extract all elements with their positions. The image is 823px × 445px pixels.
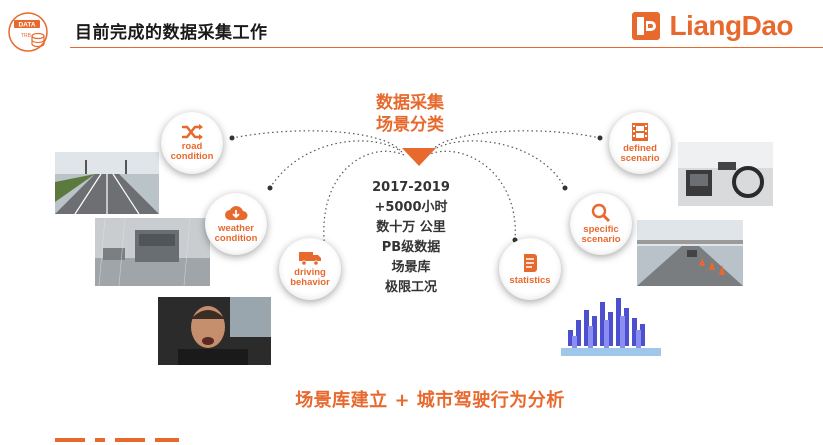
label-line: behavior xyxy=(290,277,330,288)
label-line: scenario xyxy=(620,153,660,164)
badge-weather-condition[interactable]: weather condition xyxy=(205,193,267,255)
badge-defined-scenario-label: defined scenario xyxy=(620,144,659,164)
badge-text-top: DATA xyxy=(18,22,35,29)
data-badge-icon: DATA TRB xyxy=(8,12,48,52)
stats-list: 2017-2019 +5000小时 数十万 公里 PB级数据 场景库 极限工况 xyxy=(355,178,467,298)
car-interior-photo xyxy=(678,142,773,206)
page-title: 目前完成的数据采集工作 xyxy=(75,23,268,43)
shuffle-icon xyxy=(182,124,203,140)
label-line: driving xyxy=(294,267,326,278)
badge-road-condition[interactable]: road condition xyxy=(161,112,223,174)
film-icon xyxy=(632,123,648,141)
stat-item: +5000小时 xyxy=(374,200,448,215)
header-divider xyxy=(70,47,823,48)
label-line: scenario xyxy=(581,234,621,245)
down-triangle-icon xyxy=(402,148,436,166)
footer-decoration xyxy=(55,438,179,442)
road-photo xyxy=(55,152,159,214)
3d-bar-chart-image xyxy=(556,290,668,360)
badge-statistics[interactable]: statistics xyxy=(499,238,561,300)
label-line: weather xyxy=(218,223,254,234)
badge-defined-scenario[interactable]: defined scenario xyxy=(609,112,671,174)
driver-photo xyxy=(158,297,271,365)
summary-text: 场景库建立 + 城市驾驶行为分析 xyxy=(295,390,565,411)
badge-text-bottom: TRB xyxy=(21,33,32,39)
badge-specific-scenario[interactable]: specific scenario xyxy=(570,193,632,255)
badge-specific-scenario-label: specific scenario xyxy=(581,225,620,245)
center-title: 数据采集 场景分类 xyxy=(360,92,460,136)
stat-item: 数十万 公里 xyxy=(376,220,446,235)
stat-item: 2017-2019 xyxy=(372,180,450,195)
brand-name: LiangDao xyxy=(669,10,793,41)
badge-road-condition-label: road condition xyxy=(171,142,214,162)
stat-item: 极限工况 xyxy=(384,280,437,295)
center-title-line1: 数据采集 xyxy=(376,93,444,113)
cloud-download-icon xyxy=(225,206,248,220)
badge-statistics-label: statistics xyxy=(509,276,550,286)
stat-item: 场景库 xyxy=(391,260,431,275)
rainy-road-photo xyxy=(95,218,210,286)
badge-driving-behavior-label: driving behavior xyxy=(290,268,330,288)
label-line: statistics xyxy=(509,275,551,286)
badge-weather-condition-label: weather condition xyxy=(215,224,258,244)
magnifier-icon xyxy=(591,203,611,223)
label-line: specific xyxy=(583,224,619,235)
label-line: defined xyxy=(623,143,657,154)
stat-item: PB级数据 xyxy=(381,240,441,255)
construction-road-photo xyxy=(637,220,743,286)
label-line: condition xyxy=(214,233,258,244)
brand-logo: LiangDao xyxy=(631,6,793,46)
scroll-icon xyxy=(524,254,537,272)
badge-driving-behavior[interactable]: driving behavior xyxy=(279,238,341,300)
center-title-line2: 场景分类 xyxy=(376,115,444,135)
truck-icon xyxy=(299,252,321,266)
liangdao-logo-icon xyxy=(632,12,661,40)
label-line: road xyxy=(181,141,203,152)
label-line: condition xyxy=(170,151,214,162)
